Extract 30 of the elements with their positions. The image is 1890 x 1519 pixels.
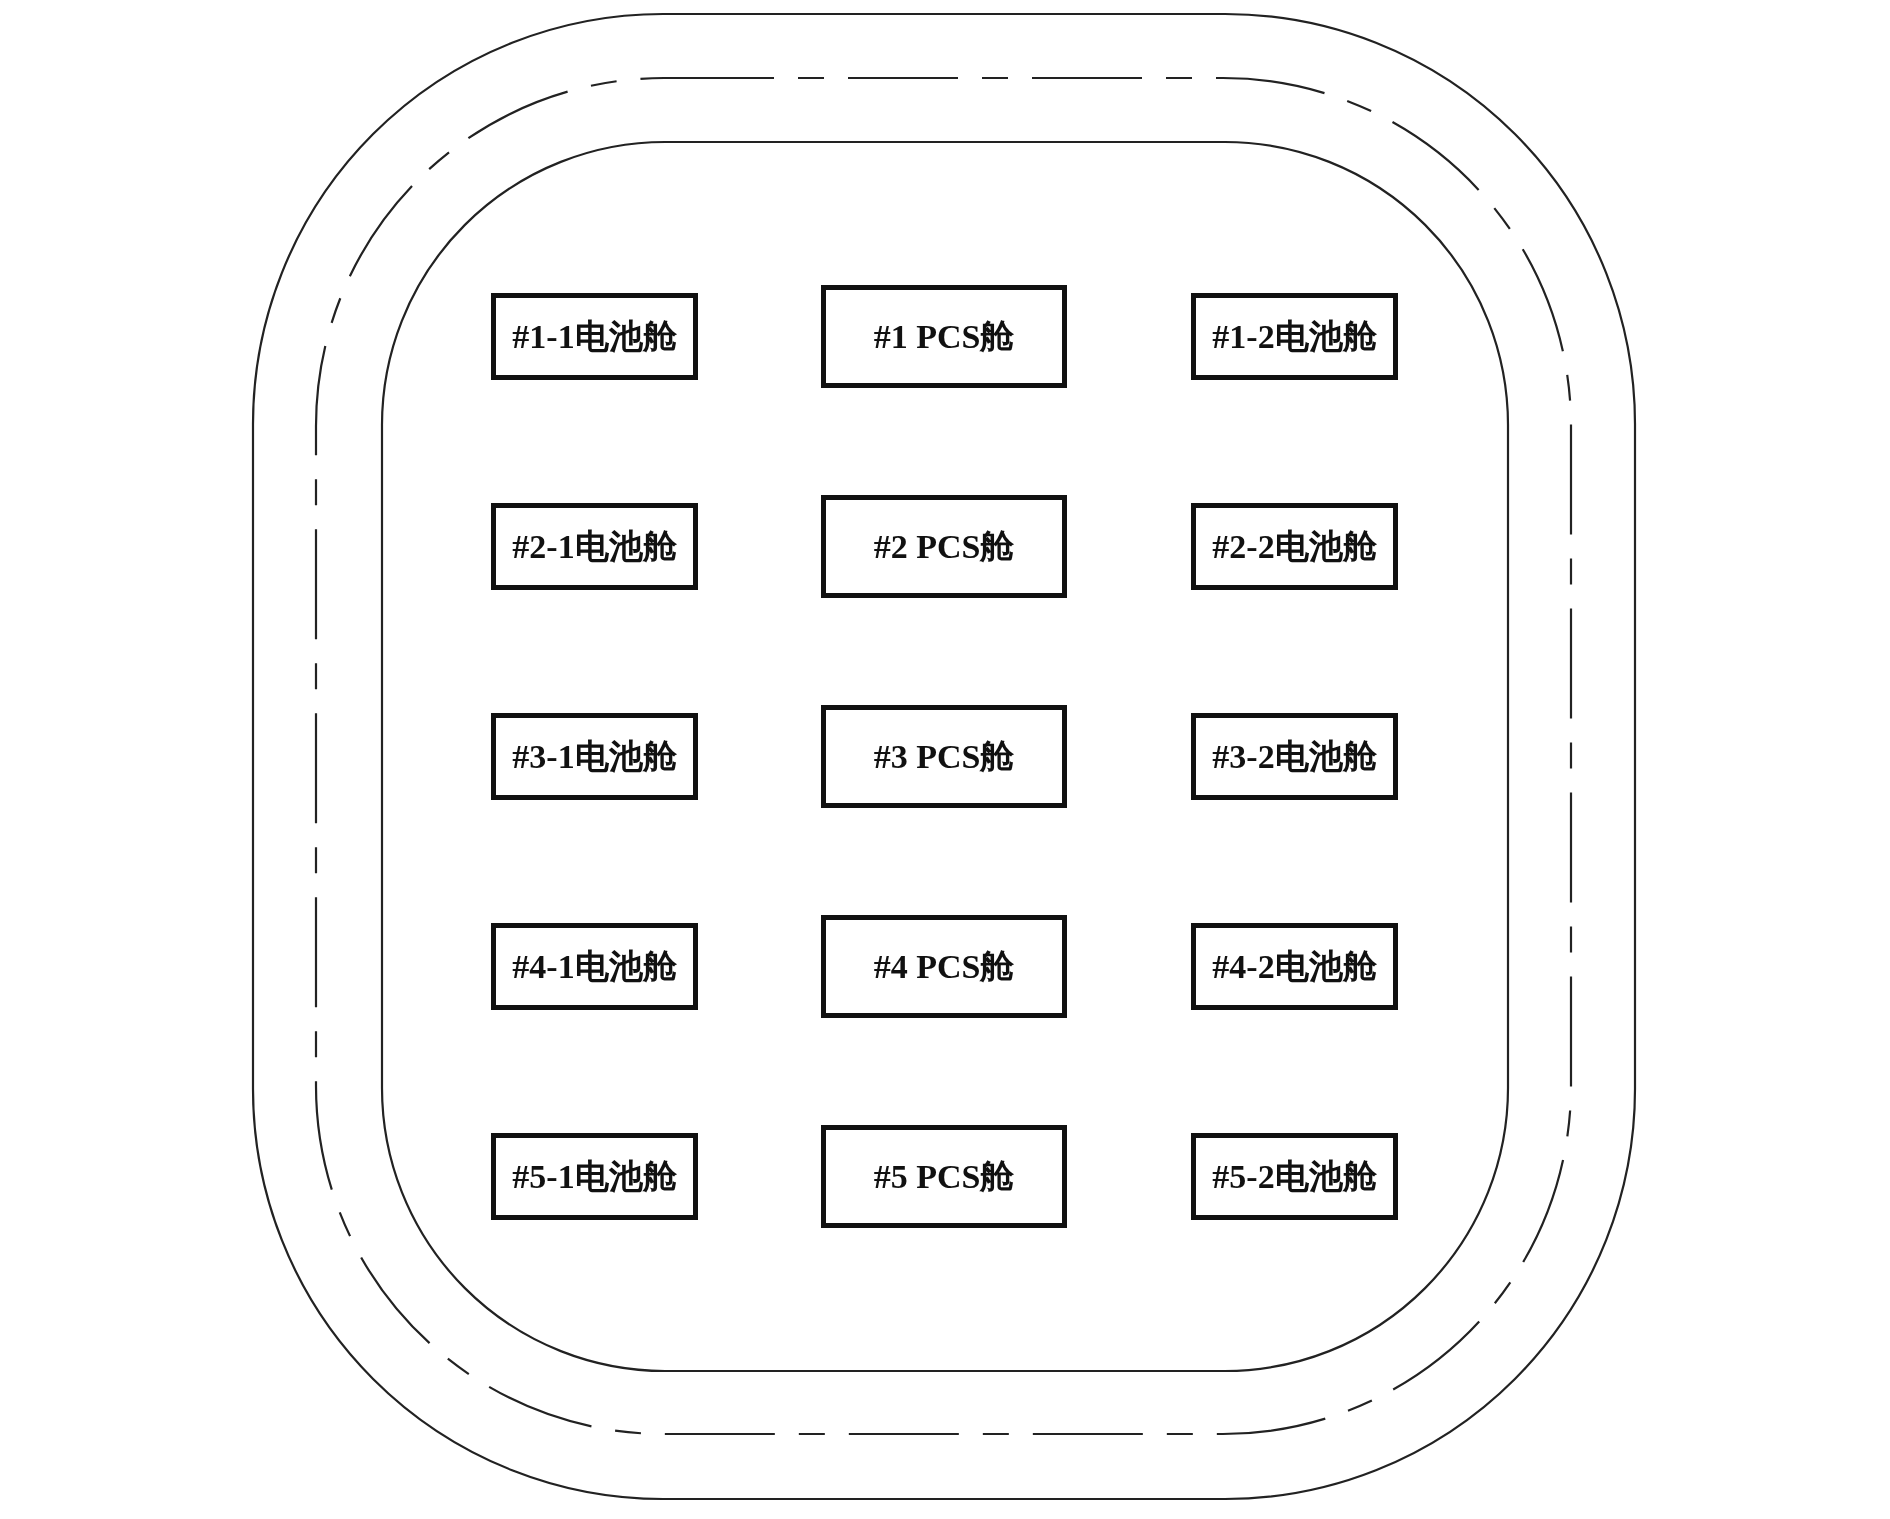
cabin-box [491, 923, 698, 1010]
cabin-label: #4-1电池舱 [512, 947, 677, 986]
cabin-box [821, 705, 1067, 808]
cabin-label: #3-2电池舱 [1212, 737, 1377, 776]
cabin-box [1191, 1133, 1398, 1220]
cabin-label: #2-1电池舱 [512, 527, 677, 566]
cabin-box [491, 293, 698, 380]
cabin-label: #4 PCS舱 [873, 947, 1015, 986]
cabin-label: #1-2电池舱 [1212, 317, 1377, 356]
cabin-label: #1 PCS舱 [873, 317, 1015, 356]
cabin-label: #5-1电池舱 [512, 1157, 677, 1196]
cabin-box [821, 285, 1067, 388]
cabin-box [491, 503, 698, 590]
cabin-label: #3 PCS舱 [873, 737, 1015, 776]
cabin-label: #3-1电池舱 [512, 737, 677, 776]
cabin-box [1191, 713, 1398, 800]
cabin-label: #2 PCS舱 [873, 527, 1015, 566]
cabin-box [1191, 293, 1398, 380]
cabin-label: #2-2电池舱 [1212, 527, 1377, 566]
cabin-box [821, 1125, 1067, 1228]
cabin-box [1191, 503, 1398, 590]
cabin-label: #5-2电池舱 [1212, 1157, 1377, 1196]
cabin-box [491, 713, 698, 800]
cabin-box [1191, 923, 1398, 1010]
cabin-label: #4-2电池舱 [1212, 947, 1377, 986]
cabin-label: #1-1电池舱 [512, 317, 677, 356]
cabin-box [491, 1133, 698, 1220]
cabin-box [821, 495, 1067, 598]
cabin-label: #5 PCS舱 [873, 1157, 1015, 1196]
cabin-box [821, 915, 1067, 1018]
